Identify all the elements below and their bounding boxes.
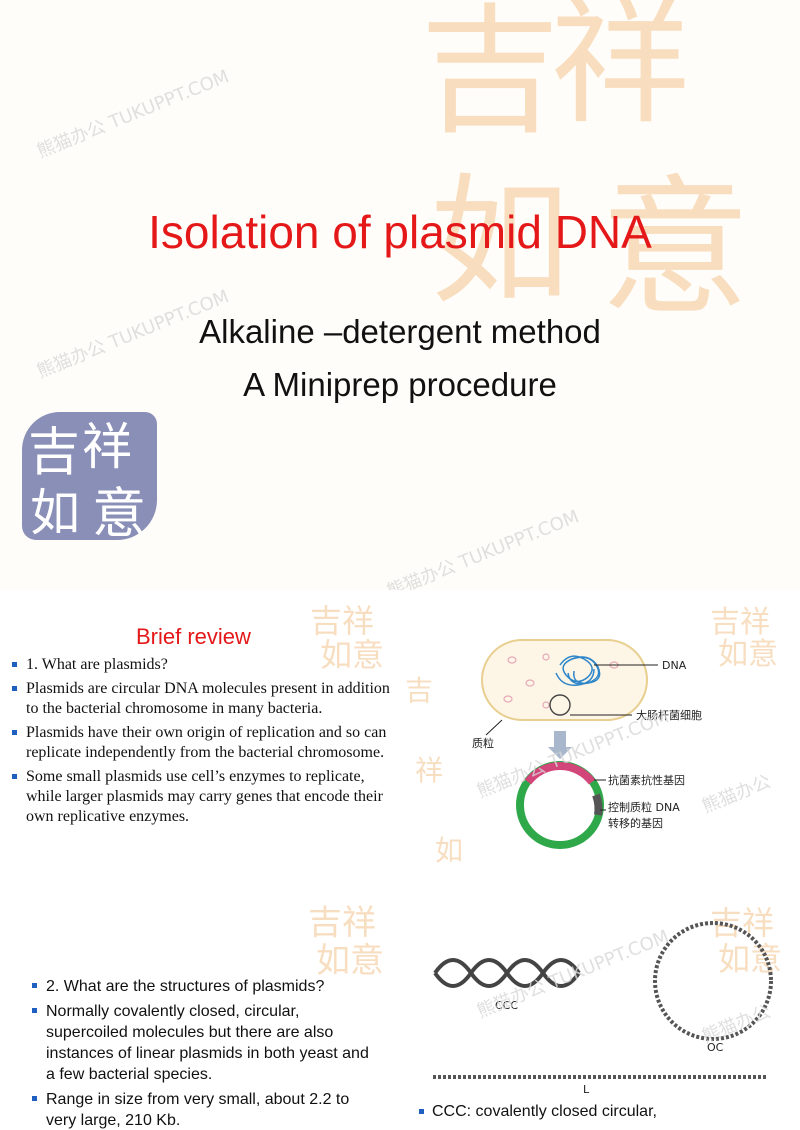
resistance-gene-segment <box>524 762 596 785</box>
label-plasmid: 质粒 <box>472 736 494 750</box>
label-ccc: CCC <box>495 999 518 1012</box>
plasmid-circle-shape <box>549 694 571 716</box>
seal-watermark-image: 吉祥 如意 <box>308 903 384 980</box>
label-l: L <box>583 1083 590 1096</box>
ecoli-cell-shape <box>481 639 648 721</box>
svg-text:祥: 祥 <box>415 754 443 787</box>
label-transfer-gene-line1: 控制质粒 DNA <box>608 800 680 814</box>
svg-text:祥: 祥 <box>550 0 690 144</box>
watermark-text: 熊猫办公 TUKUPPT.COM <box>34 66 232 163</box>
small-plasmid-shapes <box>503 653 619 709</box>
label-resistance-gene: 抗菌素抗性基因 <box>608 773 685 787</box>
svg-text:如意: 如意 <box>718 637 778 670</box>
transfer-gene-segment <box>592 793 603 816</box>
svg-text:吉祥: 吉祥 <box>308 903 376 943</box>
svg-text:吉祥: 吉祥 <box>710 605 770 640</box>
list-item: Range in size from very small, about 2.2… <box>30 1089 380 1130</box>
label-ecoli-cell: 大肠杆菌细胞 <box>636 708 702 722</box>
slide-subtitle-line1: Alkaline –detergent method <box>199 313 601 350</box>
label-transfer-gene-line2: 转移的基因 <box>608 816 663 830</box>
review-heading: Brief review <box>136 624 251 649</box>
oc-open-circle-shape <box>653 921 773 1041</box>
svg-text:意: 意 <box>92 482 146 540</box>
slide-title: Isolation of plasmid DNA <box>148 206 652 258</box>
svg-text:吉祥: 吉祥 <box>310 602 374 640</box>
plasmid-diagram: DNA 大肠杆菌细胞 质粒 抗菌素抗性基因 控制质粒 DNA 转移的基因 <box>472 639 702 849</box>
svg-text:如意: 如意 <box>320 636 384 670</box>
seal-logo-icon: 吉 祥 如 意 <box>22 412 157 540</box>
svg-text:意: 意 <box>600 162 750 336</box>
plasmid-bullet-list: 1. What are plasmids? Plasmids are circu… <box>10 655 390 831</box>
svg-text:吉: 吉 <box>420 0 560 154</box>
seal-watermark-image: 吉 祥 如 <box>405 674 463 867</box>
list-item: Plasmids are circular DNA molecules pres… <box>10 679 390 719</box>
list-item: Some small plasmids use cell’s enzymes t… <box>10 767 390 827</box>
label-oc: OC <box>707 1041 724 1054</box>
structure-bullet-list: 2. What are the structures of plasmids? … <box>30 976 380 1130</box>
structure-slide: 吉祥 如意 吉祥 如意 2. What are the structures o… <box>0 900 800 1130</box>
svg-text:如意: 如意 <box>718 940 782 978</box>
list-item: 2. What are the structures of plasmids? <box>30 976 380 997</box>
label-dna: DNA <box>662 659 687 672</box>
slide-subtitle-line2: A Miniprep procedure <box>243 366 557 403</box>
watermark-text: 熊猫办公 TUKUPPT.COM <box>384 506 582 590</box>
svg-text:如: 如 <box>435 834 463 867</box>
svg-text:如: 如 <box>30 484 80 540</box>
plasmid-forms-diagram: CCC OC L <box>433 921 773 1096</box>
svg-text:祥: 祥 <box>82 418 132 476</box>
svg-text:如意: 如意 <box>316 941 384 980</box>
seal-watermark-image: 吉 祥 如 意 <box>420 0 750 336</box>
ccc-definition-text: CCC: covalently closed circular, <box>418 1103 657 1121</box>
list-item: Plasmids have their own origin of replic… <box>10 723 390 763</box>
list-item: 1. What are plasmids? <box>10 655 390 675</box>
review-slide: 吉祥 如意 吉祥 如意 吉 祥 如 Brief review 1. What a… <box>0 600 800 900</box>
list-item: Normally covalently closed, circular, su… <box>30 1001 380 1085</box>
svg-text:吉: 吉 <box>28 423 80 483</box>
svg-text:吉: 吉 <box>405 674 433 707</box>
down-arrow-icon <box>548 731 572 759</box>
ccc-supercoil-shape <box>433 958 581 988</box>
title-slide: 吉 祥 如 意 熊猫办公 TUKUPPT.COM 熊猫办公 TUKUPPT.CO… <box>22 0 751 590</box>
seal-watermark-image: 吉祥 如意 <box>710 605 778 670</box>
chromosome-dna-shape <box>555 655 601 686</box>
svg-text:如: 如 <box>430 161 570 324</box>
seal-watermark-image: 吉祥 如意 <box>310 602 384 670</box>
